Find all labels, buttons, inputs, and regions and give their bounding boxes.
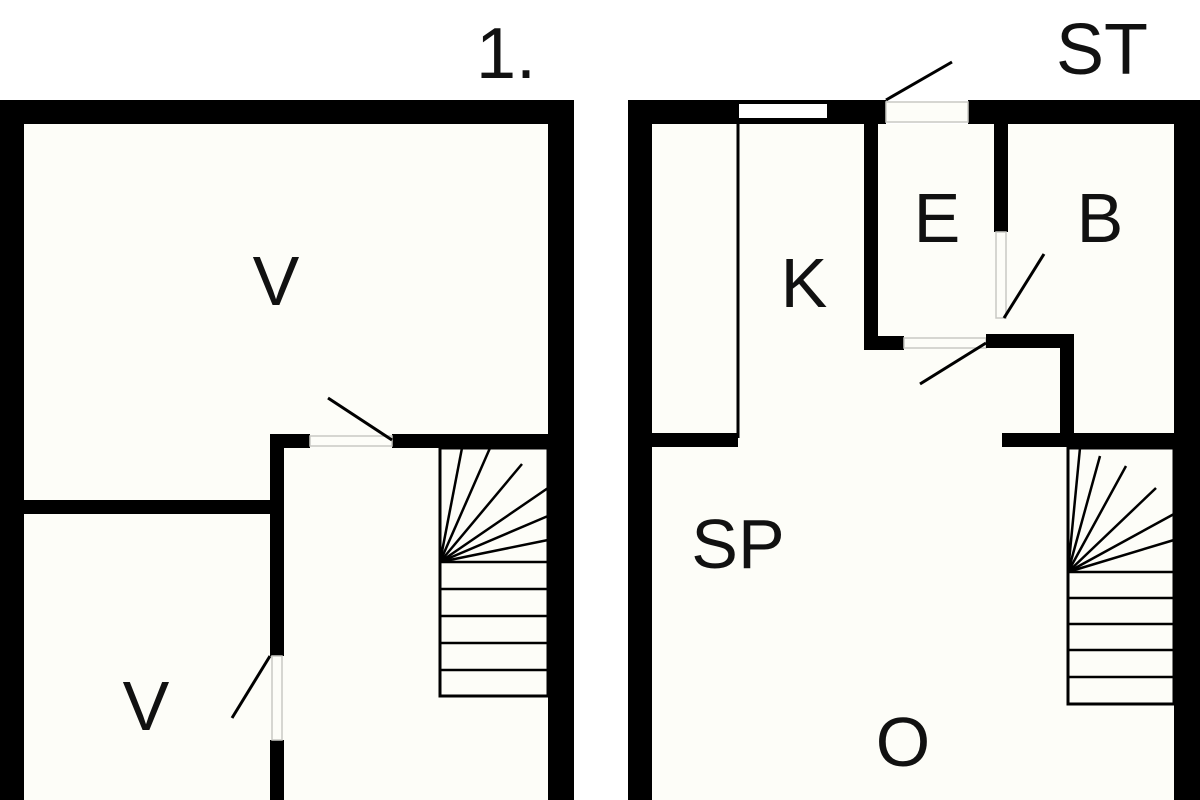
staircase-outline-ground	[1066, 446, 1176, 706]
floor-label-ground: ST	[1056, 10, 1148, 90]
room-label-kitchen: K	[781, 244, 828, 322]
window-kitchen	[737, 102, 829, 120]
wall-right-upper	[548, 100, 574, 800]
wall-between-rooms-upper	[24, 500, 274, 514]
wall-hall-top-right-upper	[392, 434, 548, 448]
wall-top-right-ground	[968, 100, 1200, 124]
staircase-outline-upper	[438, 446, 550, 698]
wall-left-upper	[0, 100, 24, 800]
bath-door-leaf	[1002, 253, 1046, 319]
floor-plan-ground: ST E B K SP O	[628, 10, 1200, 800]
floor-plan-upper: 1. V V	[0, 14, 574, 800]
wall-hall-top-left-upper	[270, 434, 310, 448]
room-label-bathroom: B	[1077, 179, 1124, 257]
bath-door-opening	[995, 231, 1007, 319]
wall-bath-bottom	[986, 334, 1072, 348]
staircase-upper	[438, 446, 550, 698]
entrance-door-opening	[885, 101, 969, 123]
entry-door-leaf	[919, 341, 987, 386]
wall-bath-left-top	[994, 124, 1008, 232]
door-opening-side-upper	[271, 655, 283, 741]
wall-counter-bottom	[652, 433, 738, 447]
wall-right-ground	[1174, 100, 1200, 800]
room-label-entry: E	[914, 179, 961, 257]
wall-entry-left	[864, 124, 878, 348]
room-label-bedroom-top: V	[253, 242, 300, 320]
wall-top-upper	[0, 100, 574, 124]
wall-bath-right	[1060, 334, 1074, 446]
entry-door-opening	[903, 337, 987, 349]
room-label-bedroom-bottom: V	[123, 667, 170, 745]
door-leaf-top-upper	[327, 396, 393, 442]
entrance-door-leaf	[885, 60, 953, 102]
wall-left-ground	[628, 100, 652, 800]
room-label-living: O	[876, 703, 930, 781]
wall-hall-lower-upper	[270, 740, 284, 800]
wall-hall-upper	[270, 436, 284, 656]
floor-label-upper: 1.	[476, 14, 536, 94]
door-opening-top-upper	[309, 435, 393, 447]
staircase-ground	[1066, 446, 1176, 706]
wall-entry-bottom-left	[864, 336, 904, 350]
room-label-dining: SP	[691, 505, 784, 583]
wall-stair-top	[1002, 433, 1174, 447]
door-leaf-side-upper	[230, 655, 272, 719]
